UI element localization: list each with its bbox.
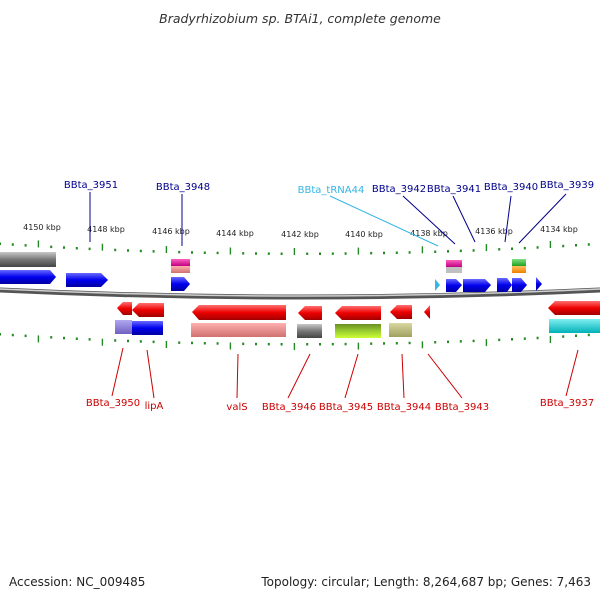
forward-gene-labels: BBta_3951 BBta_3948 BBta_tRNA44 BBta_394… xyxy=(64,180,594,196)
gene-feature-lavender[interactable] xyxy=(115,320,132,334)
gene-feature-forward[interactable] xyxy=(497,278,512,292)
gene-feature-pink[interactable] xyxy=(171,266,190,273)
gene-feature-reverse[interactable] xyxy=(192,305,286,320)
gene-feature-magenta[interactable] xyxy=(446,260,462,267)
gene-label-lipa[interactable]: lipA xyxy=(145,401,164,412)
gene-feature-orange[interactable] xyxy=(512,266,526,273)
gene-feature-reverse[interactable] xyxy=(117,302,132,315)
chromosome-backbone-highlight xyxy=(0,288,600,297)
ruler-label: 4150 kbp xyxy=(23,223,61,232)
position-ruler: 4150 kbp 4148 kbp 4146 kbp 4144 kbp 4142… xyxy=(23,223,578,239)
gene-label-bbta-3945[interactable]: BBta_3945 xyxy=(319,402,373,413)
leader-line xyxy=(329,195,439,247)
gene-feature-forward[interactable] xyxy=(0,270,56,284)
reverse-strand-features xyxy=(115,301,600,338)
leader-line xyxy=(504,195,512,243)
gene-feature-pink[interactable] xyxy=(191,323,286,337)
reverse-gene-labels: BBta_3950 lipA valS BBta_3946 BBta_3945 … xyxy=(86,398,594,413)
leader-line xyxy=(236,353,239,399)
leader-line xyxy=(344,353,359,399)
gene-leader-lines-top xyxy=(89,192,567,247)
gene-feature-cyan[interactable] xyxy=(549,319,600,333)
ruler-label: 4138 kbp xyxy=(410,229,448,238)
gene-feature-grey[interactable] xyxy=(446,267,462,273)
gene-feature-forward[interactable] xyxy=(132,321,163,335)
accession-text: Accession: NC_009485 xyxy=(9,575,145,589)
ruler-label: 4142 kbp xyxy=(281,230,319,239)
gene-label-bbta-3943[interactable]: BBta_3943 xyxy=(435,402,489,413)
gene-feature-reverse[interactable] xyxy=(132,303,164,317)
leader-line xyxy=(146,349,155,399)
gene-feature-green[interactable] xyxy=(512,259,526,266)
genome-summary-text: Topology: circular; Length: 8,264,687 bp… xyxy=(260,575,591,589)
gene-label-bbta-3948[interactable]: BBta_3948 xyxy=(156,182,210,193)
ruler-label: 4136 kbp xyxy=(475,227,513,236)
trna-feature[interactable] xyxy=(435,279,440,291)
gene-feature-lime[interactable] xyxy=(335,324,381,338)
gene-label-bbta-3950[interactable]: BBta_3950 xyxy=(86,398,140,409)
leader-line xyxy=(565,349,579,397)
gene-feature-grey[interactable] xyxy=(297,324,322,338)
gene-feature-forward[interactable] xyxy=(66,273,108,287)
gene-label-bbta-3940[interactable]: BBta_3940 xyxy=(484,182,538,193)
gene-label-bbta-3944[interactable]: BBta_3944 xyxy=(377,402,431,413)
position-ticks-top xyxy=(0,240,590,255)
ruler-label: 4144 kbp xyxy=(216,229,254,238)
gene-feature-olive[interactable] xyxy=(389,323,412,337)
leader-line xyxy=(452,195,476,243)
gene-label-bbta-3939[interactable]: BBta_3939 xyxy=(540,180,594,191)
gene-feature-grey[interactable] xyxy=(0,252,56,267)
genome-title: Bradyrhizobium sp. BTAi1, complete genom… xyxy=(159,11,441,26)
ruler-label: 4140 kbp xyxy=(345,230,383,239)
forward-strand-features xyxy=(0,252,542,292)
gene-label-bbta-3946[interactable]: BBta_3946 xyxy=(262,402,316,413)
position-ticks-bottom xyxy=(0,333,590,350)
gene-feature-forward[interactable] xyxy=(446,279,462,292)
gene-label-bbta-trna44[interactable]: BBta_tRNA44 xyxy=(298,185,365,196)
leader-line xyxy=(427,353,463,399)
gene-label-bbta-3942[interactable]: BBta_3942 xyxy=(372,184,426,195)
gene-feature-reverse[interactable] xyxy=(548,301,600,315)
gene-feature-forward[interactable] xyxy=(463,279,491,292)
ruler-label: 4146 kbp xyxy=(152,227,190,236)
gene-label-vals[interactable]: valS xyxy=(226,402,247,413)
ruler-label: 4134 kbp xyxy=(540,225,578,234)
chromosome-backbone xyxy=(0,287,600,300)
leader-line xyxy=(287,353,311,399)
leader-line xyxy=(401,353,405,399)
gene-leader-lines-bottom xyxy=(111,347,579,399)
gene-feature-forward[interactable] xyxy=(536,277,542,291)
ruler-label: 4148 kbp xyxy=(87,225,125,234)
gene-label-bbta-3951[interactable]: BBta_3951 xyxy=(64,180,118,191)
leader-line xyxy=(402,195,456,245)
gene-feature-forward[interactable] xyxy=(512,278,527,292)
gene-label-bbta-3937[interactable]: BBta_3937 xyxy=(540,398,594,409)
gene-feature-reverse[interactable] xyxy=(424,305,430,319)
leader-line xyxy=(111,347,124,397)
gene-feature-reverse[interactable] xyxy=(390,305,412,319)
gene-feature-reverse[interactable] xyxy=(298,306,322,320)
gene-feature-reverse[interactable] xyxy=(335,306,381,320)
gene-feature-magenta[interactable] xyxy=(171,259,190,266)
gene-feature-forward[interactable] xyxy=(171,277,190,291)
leader-line xyxy=(518,193,567,244)
gene-label-bbta-3941[interactable]: BBta_3941 xyxy=(427,184,481,195)
